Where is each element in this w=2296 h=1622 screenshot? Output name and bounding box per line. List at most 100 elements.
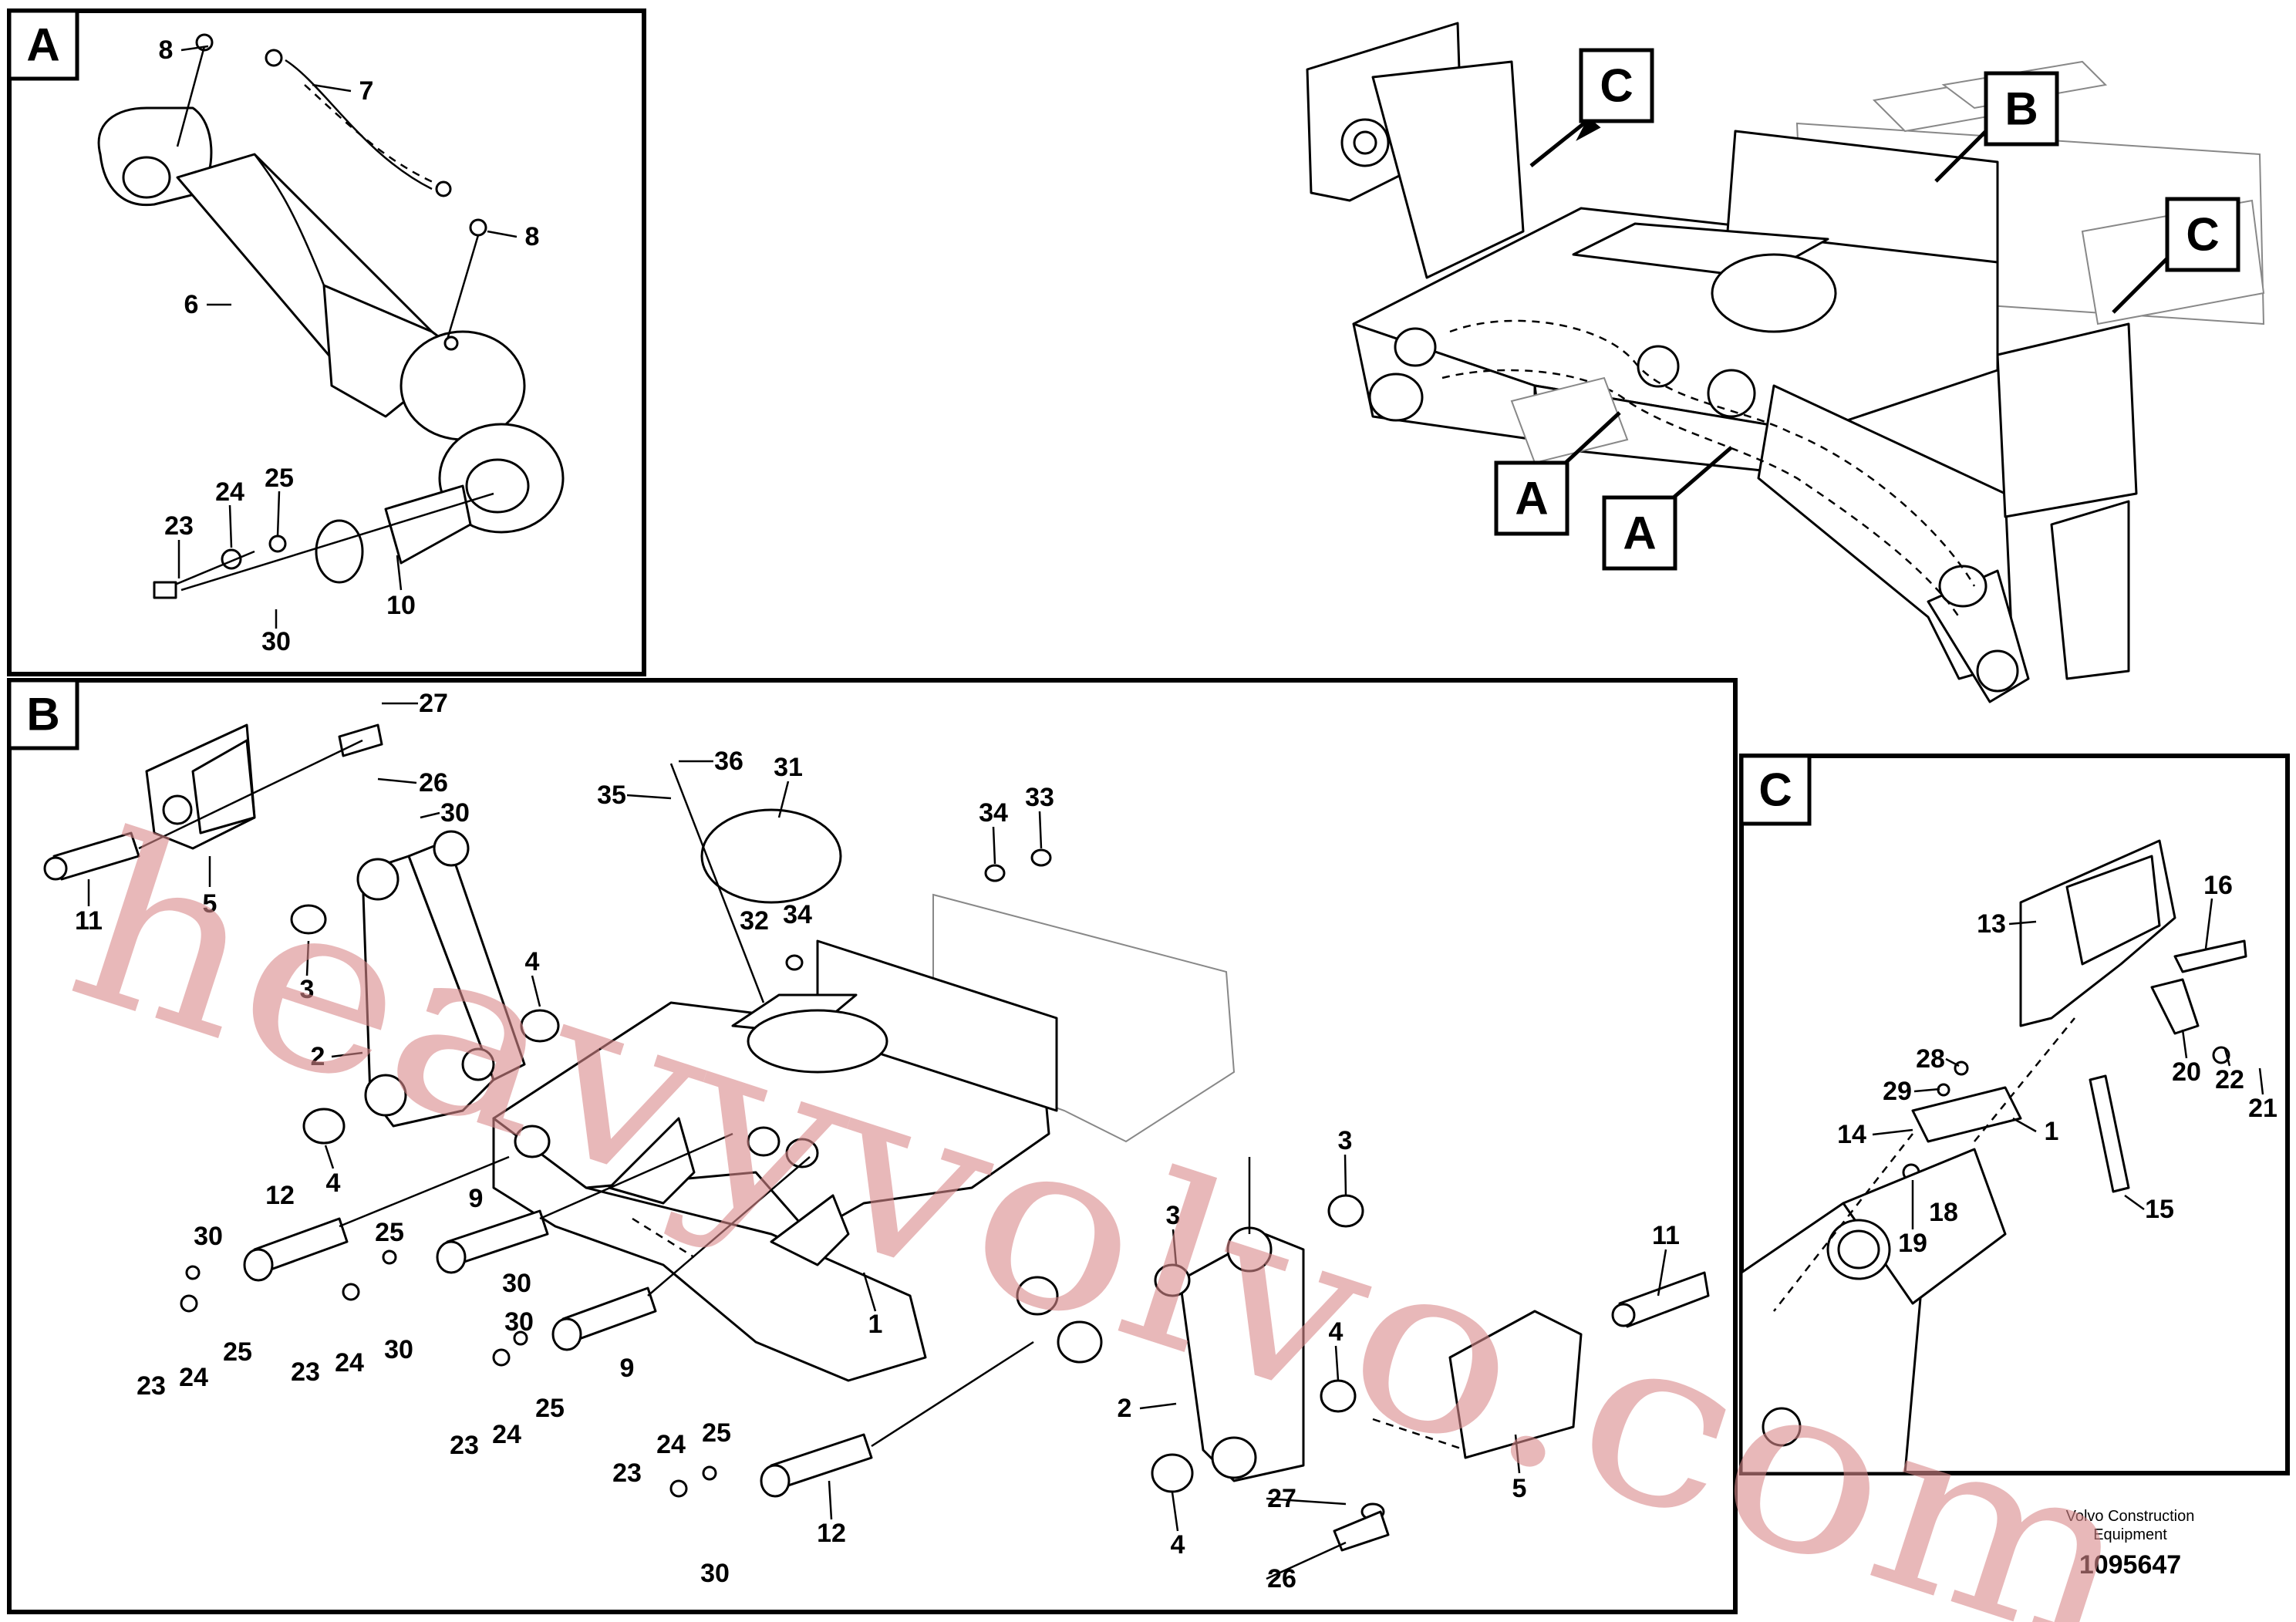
overview-callouts: C B C A A (1494, 48, 2240, 571)
label-b-4-right: 4 (1329, 1317, 1344, 1347)
label-b-5-right: 5 (1512, 1474, 1527, 1503)
label-b-30-bottom: 30 (700, 1559, 730, 1588)
label-b-3-right-a: 3 (1166, 1201, 1181, 1230)
callout-b-label: B (2004, 83, 2038, 135)
label-c-15: 15 (2145, 1195, 2174, 1224)
label-b-4-lower: 4 (326, 1168, 341, 1198)
panel-c: C 13 16 20 22 21 28 29 (1739, 754, 2290, 1475)
label-b-31: 31 (774, 753, 803, 782)
pin-10 (315, 519, 364, 584)
label-b-25-left: 25 (223, 1337, 252, 1367)
label-b-9-lower: 9 (620, 1354, 635, 1383)
label-a-30: 30 (261, 627, 291, 656)
label-b-30-mid: 30 (502, 1269, 531, 1298)
callout-a-left: A (1494, 411, 1621, 536)
label-b-27-top: 27 (419, 689, 448, 718)
panel-c-badge (1739, 754, 1812, 826)
footer-company-line2: Equipment (2093, 1526, 2167, 1543)
footer-drawing-number: 1095647 (2079, 1550, 2181, 1580)
panel-b: B (7, 678, 1738, 1614)
label-a-8-right: 8 (525, 222, 540, 251)
label-b-9-upper: 9 (469, 1184, 484, 1213)
label-b-23-mid: 23 (291, 1357, 320, 1387)
label-a-24: 24 (215, 477, 244, 507)
label-b-26-top: 26 (419, 768, 448, 798)
label-b-24-low: 24 (492, 1420, 521, 1449)
label-c-13: 13 (1977, 909, 2006, 939)
panel-b-badge (7, 678, 79, 750)
label-b-3-left: 3 (300, 975, 315, 1004)
label-c-22: 22 (2215, 1065, 2244, 1094)
label-c-1: 1 (2045, 1117, 2059, 1146)
label-b-30-low: 30 (504, 1307, 534, 1337)
label-b-30-left: 30 (194, 1222, 223, 1251)
callout-c-right: C (2112, 197, 2240, 314)
label-b-23-low: 23 (450, 1431, 479, 1460)
label-b-23-left: 23 (137, 1371, 166, 1401)
label-c-21: 21 (2248, 1094, 2277, 1123)
label-b-24-left: 24 (179, 1363, 208, 1392)
panel-a-badge (7, 8, 79, 81)
label-b-12-upper: 12 (265, 1181, 295, 1210)
label-b-30-mid2: 30 (384, 1335, 413, 1364)
label-c-14: 14 (1837, 1120, 1866, 1149)
overview-drawing (1306, 22, 2265, 703)
label-b-35: 35 (597, 781, 626, 810)
label-b-2-right: 2 (1118, 1394, 1132, 1423)
panel-c-badge-label: C (1758, 764, 1792, 816)
panel-b-labels: 27 26 30 11 5 3 2 4 4 36 35 31 34 33 32 … (75, 689, 1680, 1593)
label-a-23: 23 (164, 511, 194, 541)
label-b-1: 1 (868, 1310, 883, 1339)
label-b-4-bottom: 4 (1171, 1530, 1185, 1560)
label-b-25-mid: 25 (375, 1218, 404, 1247)
label-b-34-right: 34 (979, 798, 1008, 828)
callout-c-left: C (1529, 48, 1654, 167)
label-b-36: 36 (714, 747, 743, 776)
callout-c-left-label: C (1600, 60, 1633, 112)
panel-a-labels: 8 7 8 6 23 24 25 10 30 (159, 35, 540, 656)
label-a-8-top: 8 (159, 35, 174, 65)
label-b-26-bottom: 26 (1267, 1564, 1296, 1593)
label-b-30-top: 30 (440, 798, 470, 828)
panel-b-badge-label: B (26, 689, 59, 740)
label-b-32: 32 (740, 906, 769, 936)
label-b-11-left: 11 (75, 906, 103, 936)
label-b-25-bottom: 25 (702, 1418, 731, 1448)
callout-c-right-label: C (2186, 209, 2219, 261)
label-b-34-center: 34 (783, 900, 812, 929)
label-c-28: 28 (1916, 1044, 1945, 1074)
label-b-4-upper: 4 (525, 947, 540, 976)
label-b-3-right-b: 3 (1338, 1126, 1353, 1155)
callout-a-left-label: A (1515, 473, 1548, 524)
label-b-24-mid: 24 (335, 1348, 364, 1378)
label-b-11-right: 11 (1652, 1221, 1680, 1250)
label-a-10: 10 (386, 591, 416, 620)
label-c-29: 29 (1883, 1077, 1912, 1106)
panel-c-drawing (1740, 839, 2247, 1475)
panel-c-labels: 13 16 20 22 21 28 29 14 1 18 19 15 (1837, 871, 2277, 1258)
label-b-5-left: 5 (203, 889, 217, 919)
label-b-2-left: 2 (311, 1042, 325, 1071)
label-b-25-low: 25 (535, 1394, 565, 1423)
label-b-23-bottom: 23 (612, 1458, 642, 1488)
label-a-7: 7 (359, 76, 374, 106)
hydraulic-cylinder-drawing (97, 33, 565, 599)
label-b-33: 33 (1025, 783, 1054, 812)
label-c-19: 19 (1898, 1229, 1927, 1258)
callout-a-right-label: A (1623, 508, 1656, 559)
callout-a-right: A (1602, 446, 1733, 571)
footer-company-line1: Volvo Construction (2066, 1508, 2195, 1525)
label-c-16: 16 (2203, 871, 2233, 900)
panel-a: A (7, 8, 646, 676)
label-a-6: 6 (184, 290, 199, 319)
panel-b-drawing (43, 723, 1710, 1552)
label-c-18: 18 (1929, 1198, 1958, 1227)
drawing-footer: Volvo Construction Equipment 1095647 (2066, 1508, 2195, 1580)
label-c-20: 20 (2172, 1057, 2201, 1087)
label-b-12-lower: 12 (817, 1519, 846, 1548)
panel-a-badge-label: A (26, 19, 59, 71)
label-b-24-bottom: 24 (656, 1430, 686, 1459)
callout-b: B (1934, 71, 2059, 183)
label-a-25: 25 (265, 464, 294, 493)
